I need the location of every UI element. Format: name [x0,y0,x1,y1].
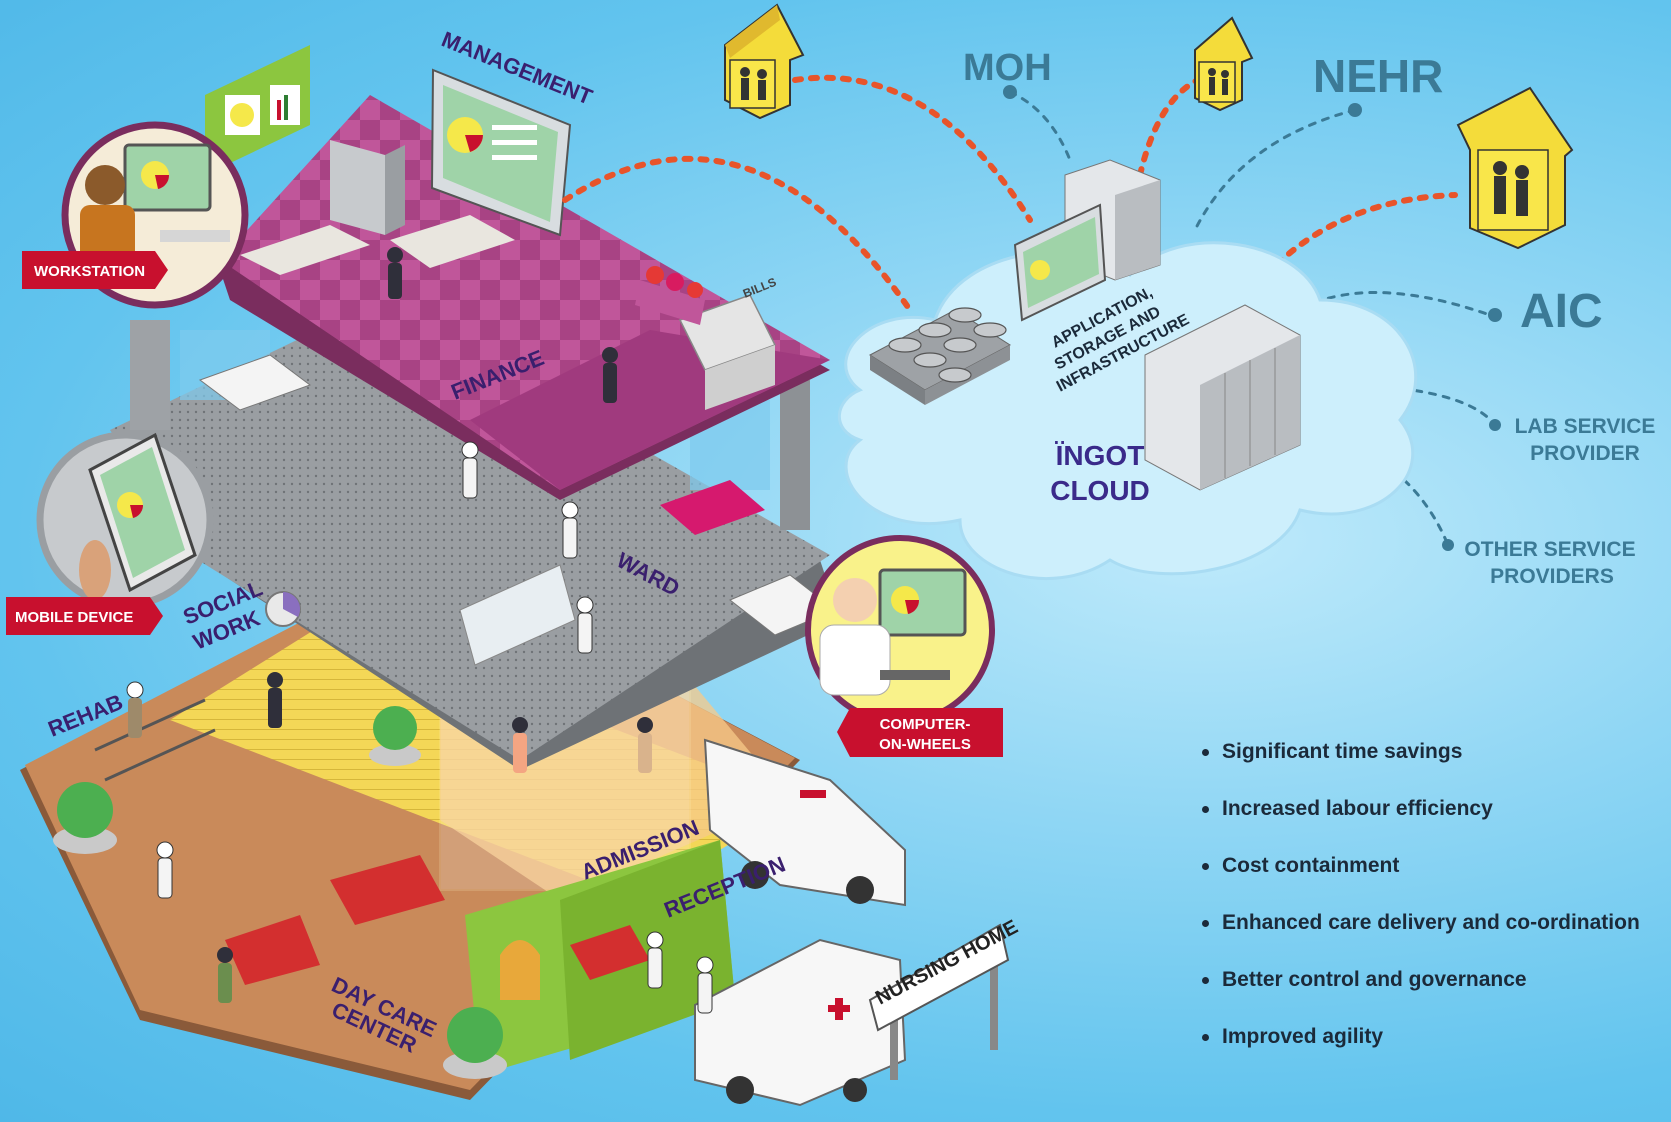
pillar [130,320,170,430]
wall-charts [205,45,310,175]
potted-plant [53,782,117,854]
link-endpoints [1003,85,1502,551]
benefit-item: Better control and governance [1200,968,1660,1025]
benefit-item: Significant time savings [1200,740,1660,797]
day-care-sofa [330,855,445,925]
clock-icon [265,591,301,627]
ward-bed [198,354,312,411]
hospital-building [20,45,1010,1107]
cloud-label-1: ÏNGOT [1055,440,1145,471]
network-links [562,72,1497,547]
mobile-device-callout [36,431,214,609]
rehab-rails [94,698,216,782]
day-care-sofa [225,915,320,985]
mobile-device-label: MOBILE DEVICE [15,609,133,626]
other-label-2: PROVIDERS [1490,565,1614,588]
benefit-item: Improved agility [1200,1025,1660,1082]
desk [390,215,515,268]
ward-floor [110,300,830,760]
benefit-item: Cost containment [1200,854,1660,911]
workstation-tag: WORKSTATION [22,251,168,289]
link-red [792,74,1033,223]
link-red [562,156,913,313]
reception-counter [459,564,576,666]
computer-on-wheels-tag: COMPUTER- ON-WHEELS [837,708,1003,757]
benefits-list: Significant time savings Increased labou… [1200,740,1660,1082]
lab-label-1: LAB SERVICE [1515,415,1656,438]
cloud-monitor [1013,203,1107,322]
reception-arch [500,940,540,1000]
printer [678,294,777,410]
lab-label-2: PROVIDER [1530,442,1640,465]
people-figures [126,247,714,1014]
reception-block-side [560,840,735,1060]
big-monitor [430,68,572,237]
other-label-1: OTHER SERVICE [1464,538,1635,561]
computer-on-wheels-callout [805,535,995,725]
workstation-label: WORKSTATION [34,263,145,280]
server-tower [330,140,405,235]
mobile-device-tag: MOBILE DEVICE [6,597,163,635]
aic-label: AIC [1520,285,1603,338]
nehr-label: NEHR [1313,50,1443,102]
nursing-home-sign [868,923,1010,1080]
potted-plant [443,1007,507,1079]
ambulance [694,938,907,1107]
benefit-item: Enhanced care delivery and co-ordination [1200,911,1660,968]
pillar [780,380,810,530]
link-blue [1193,108,1357,232]
ingot-cloud [837,241,1418,581]
elderly-home-icon [724,3,805,120]
link-blue [1008,90,1072,162]
server-racks [1144,304,1301,491]
moh-label: MOH [963,47,1052,89]
benefit-item: Increased labour efficiency [1200,797,1660,854]
storage-array [869,307,1011,405]
lounge-sofa [660,480,765,535]
elderly-home-icon [1194,16,1254,112]
cloud-label-2: CLOUD [1050,475,1150,506]
ambulance [703,738,906,907]
elderly-home-icon [1456,86,1574,250]
reception-sofa [570,925,650,980]
computer-on-wheels-label-1: COMPUTER- [880,716,971,733]
potted-plant [369,706,421,766]
link-blue [1288,383,1497,427]
computer-on-wheels-label-2: ON-WHEELS [879,736,971,753]
bills-label: BILLS [741,275,778,301]
desk [240,225,370,275]
flower-planter [635,266,705,325]
